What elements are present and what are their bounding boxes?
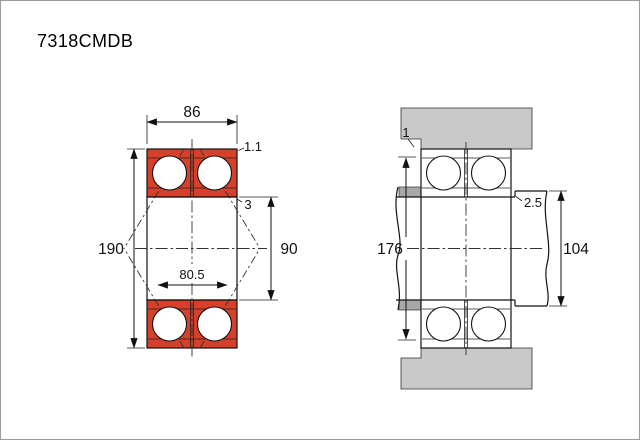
mounting-view: 176 104 1 2.5	[377, 107, 589, 390]
label-outer-chamfer: 1.1	[238, 139, 262, 154]
dim-label-190: 190	[98, 241, 124, 258]
dim-label-80-5: 80.5	[179, 267, 204, 282]
dim-bore-diameter: 90	[239, 196, 298, 301]
bearing-pair-mounted	[420, 148, 512, 349]
dim-label-1: 1	[402, 125, 409, 140]
ball-icon	[470, 306, 507, 342]
part-number-title: 7318CMDB	[37, 31, 134, 51]
shaft-shoulder-bottom	[398, 299, 422, 311]
dim-label-2-5: 2.5	[524, 195, 542, 210]
housing-block-bottom	[400, 347, 533, 390]
ball-icon	[425, 155, 462, 191]
ball-icon	[470, 155, 507, 191]
ball-icon	[196, 306, 233, 342]
shaft	[395, 186, 550, 311]
dim-label-86: 86	[183, 104, 200, 121]
shaft-break-left	[395, 186, 401, 311]
housing-block-top	[400, 107, 533, 150]
shaft-shoulder-top	[398, 186, 422, 198]
cross-section-view: 86 190 90 80.5 1.1	[98, 104, 298, 358]
label-shaft-fillet: 2.5	[515, 195, 542, 210]
dim-load-centers: 80.5	[157, 267, 228, 289]
dim-outer-diameter: 190	[98, 148, 145, 349]
ball-icon	[151, 155, 188, 191]
dim-label-1-1: 1.1	[244, 139, 262, 154]
ball-icon	[151, 306, 188, 342]
dim-label-104: 104	[563, 241, 589, 258]
dim-label-90: 90	[280, 241, 298, 258]
ball-icon	[196, 155, 233, 191]
dim-label-176: 176	[377, 241, 403, 258]
dim-shaft-abutment: 104	[549, 190, 589, 307]
dim-width: 86	[146, 104, 238, 144]
shaft-break-right	[544, 190, 550, 307]
dim-label-3: 3	[244, 197, 251, 212]
label-housing-fillet: 1	[402, 125, 415, 148]
ball-icon	[425, 306, 462, 342]
label-inner-chamfer: 3	[236, 197, 252, 212]
dim-housing-abutment: 176	[377, 156, 416, 341]
